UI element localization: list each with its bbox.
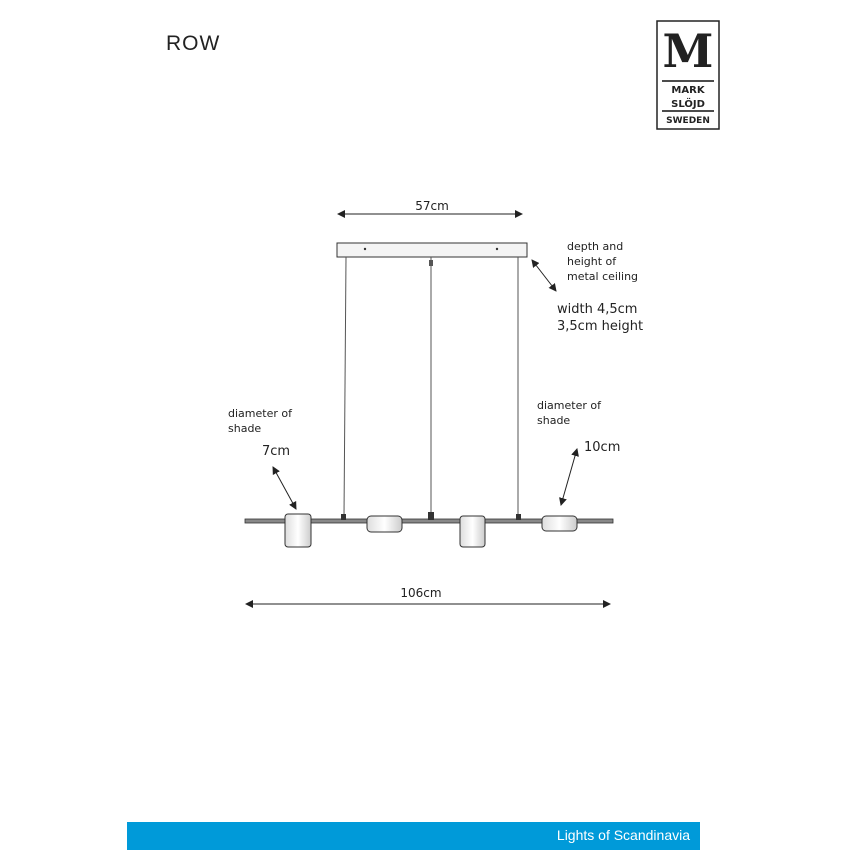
svg-text:M: M	[663, 24, 714, 78]
svg-text:SWEDEN: SWEDEN	[666, 116, 710, 126]
canopy-length-label: 57cm	[415, 199, 449, 213]
mark-slojd-logo: M MARK SLÖJD SWEDEN	[656, 20, 720, 130]
left-shade-diameter: 7cm	[262, 444, 290, 459]
canopy-note: depth and height of metal ceiling	[567, 240, 638, 283]
product-title: ROW	[166, 32, 221, 55]
ceiling-canopy	[336, 242, 528, 258]
footer-banner: Lights of Scandinavia	[127, 822, 700, 850]
right-shade-diameter: 10cm	[584, 440, 620, 455]
right-shade-note: diameter of shade	[537, 399, 604, 427]
footer-text: Lights of Scandinavia	[556, 827, 690, 843]
svg-text:MARK: MARK	[671, 85, 705, 96]
svg-text:SLÖJD: SLÖJD	[671, 96, 705, 110]
suspension-wires	[343, 256, 519, 517]
left-shade-note: diameter of shade	[228, 407, 295, 435]
shades	[284, 513, 578, 548]
canopy-size: width 4,5cm 3,5cm height	[557, 302, 643, 334]
total-length-label: 106cm	[400, 586, 441, 600]
